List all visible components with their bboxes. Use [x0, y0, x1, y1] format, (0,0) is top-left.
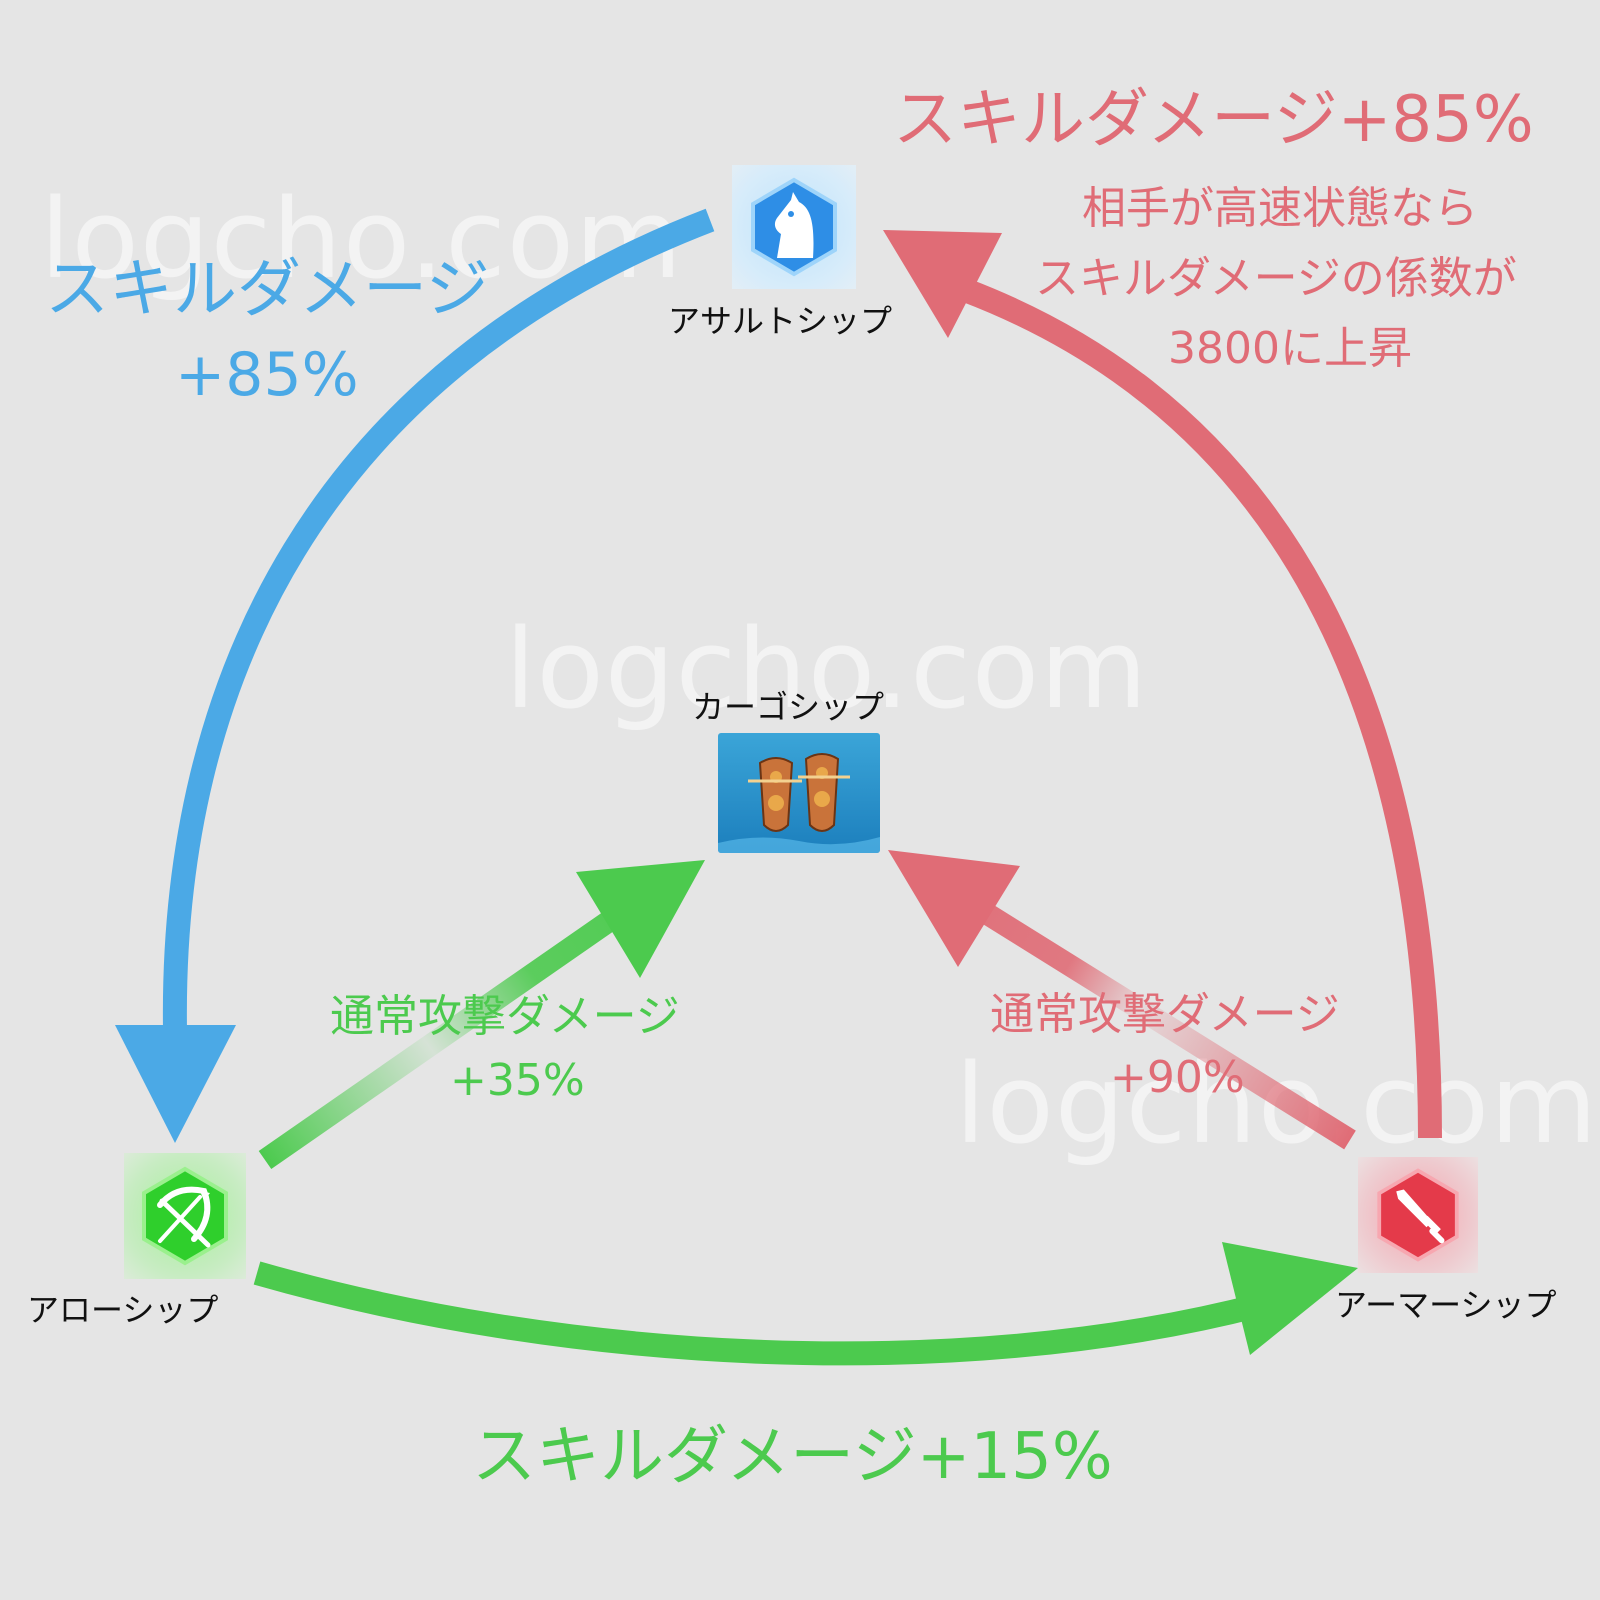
red-top-title: スキルダメージ+85%: [893, 83, 1534, 157]
arrow-red-armor-to-assault: [960, 278, 1442, 1139]
arrow-blue-assault-to-arrow: [162, 208, 715, 1031]
armor-ship-icon-box: [1358, 1157, 1478, 1273]
arrowhead-red-top: [883, 230, 1002, 338]
green-bottom-title: スキルダメージ+15%: [472, 1420, 1113, 1494]
cargo-ships-image: [718, 753, 880, 853]
arrowhead-green-bottom: [1222, 1242, 1358, 1355]
red-top-desc-1: 相手が高速状態なら: [1082, 183, 1478, 234]
blue-left-line-2: +85%: [175, 340, 359, 410]
arrow-green-arrow-to-armor: [253, 1261, 1263, 1366]
green-mid-line-1: 通常攻撃ダメージ: [330, 991, 680, 1042]
arrowhead-red-mid: [888, 850, 1020, 967]
green-mid-line-2: +35%: [450, 1055, 585, 1106]
cargo-ship-label: カーゴシップ: [692, 688, 885, 726]
armor-ship-label: アーマーシップ: [1335, 1286, 1557, 1324]
sword-icon: [1377, 1168, 1459, 1262]
arrow-red-armor-to-cargo: [959, 890, 1356, 1150]
horse-knight-icon: [751, 177, 837, 277]
red-top-desc-3: 3800に上昇: [1168, 323, 1412, 374]
bow-arrow-icon: [142, 1166, 228, 1266]
red-mid-line-2: +90%: [1110, 1052, 1245, 1103]
arrow-ship-icon-box: [124, 1153, 246, 1279]
arrowhead-blue: [115, 1025, 236, 1143]
assault-ship-label: アサルトシップ: [668, 302, 893, 340]
cargo-ship-image-box: [718, 733, 880, 853]
red-mid-line-1: 通常攻撃ダメージ: [990, 989, 1340, 1040]
watermark-center: logcho.com: [505, 605, 1149, 733]
blue-left-line-1: スキルダメージ: [45, 253, 490, 327]
arrow-green-arrow-to-cargo: [258, 900, 632, 1170]
arrowhead-green-mid: [576, 860, 705, 978]
assault-ship-icon-box: [732, 165, 856, 289]
arrow-ship-label: アローシップ: [27, 1291, 219, 1329]
red-top-desc-2: スキルダメージの係数が: [1035, 253, 1517, 304]
